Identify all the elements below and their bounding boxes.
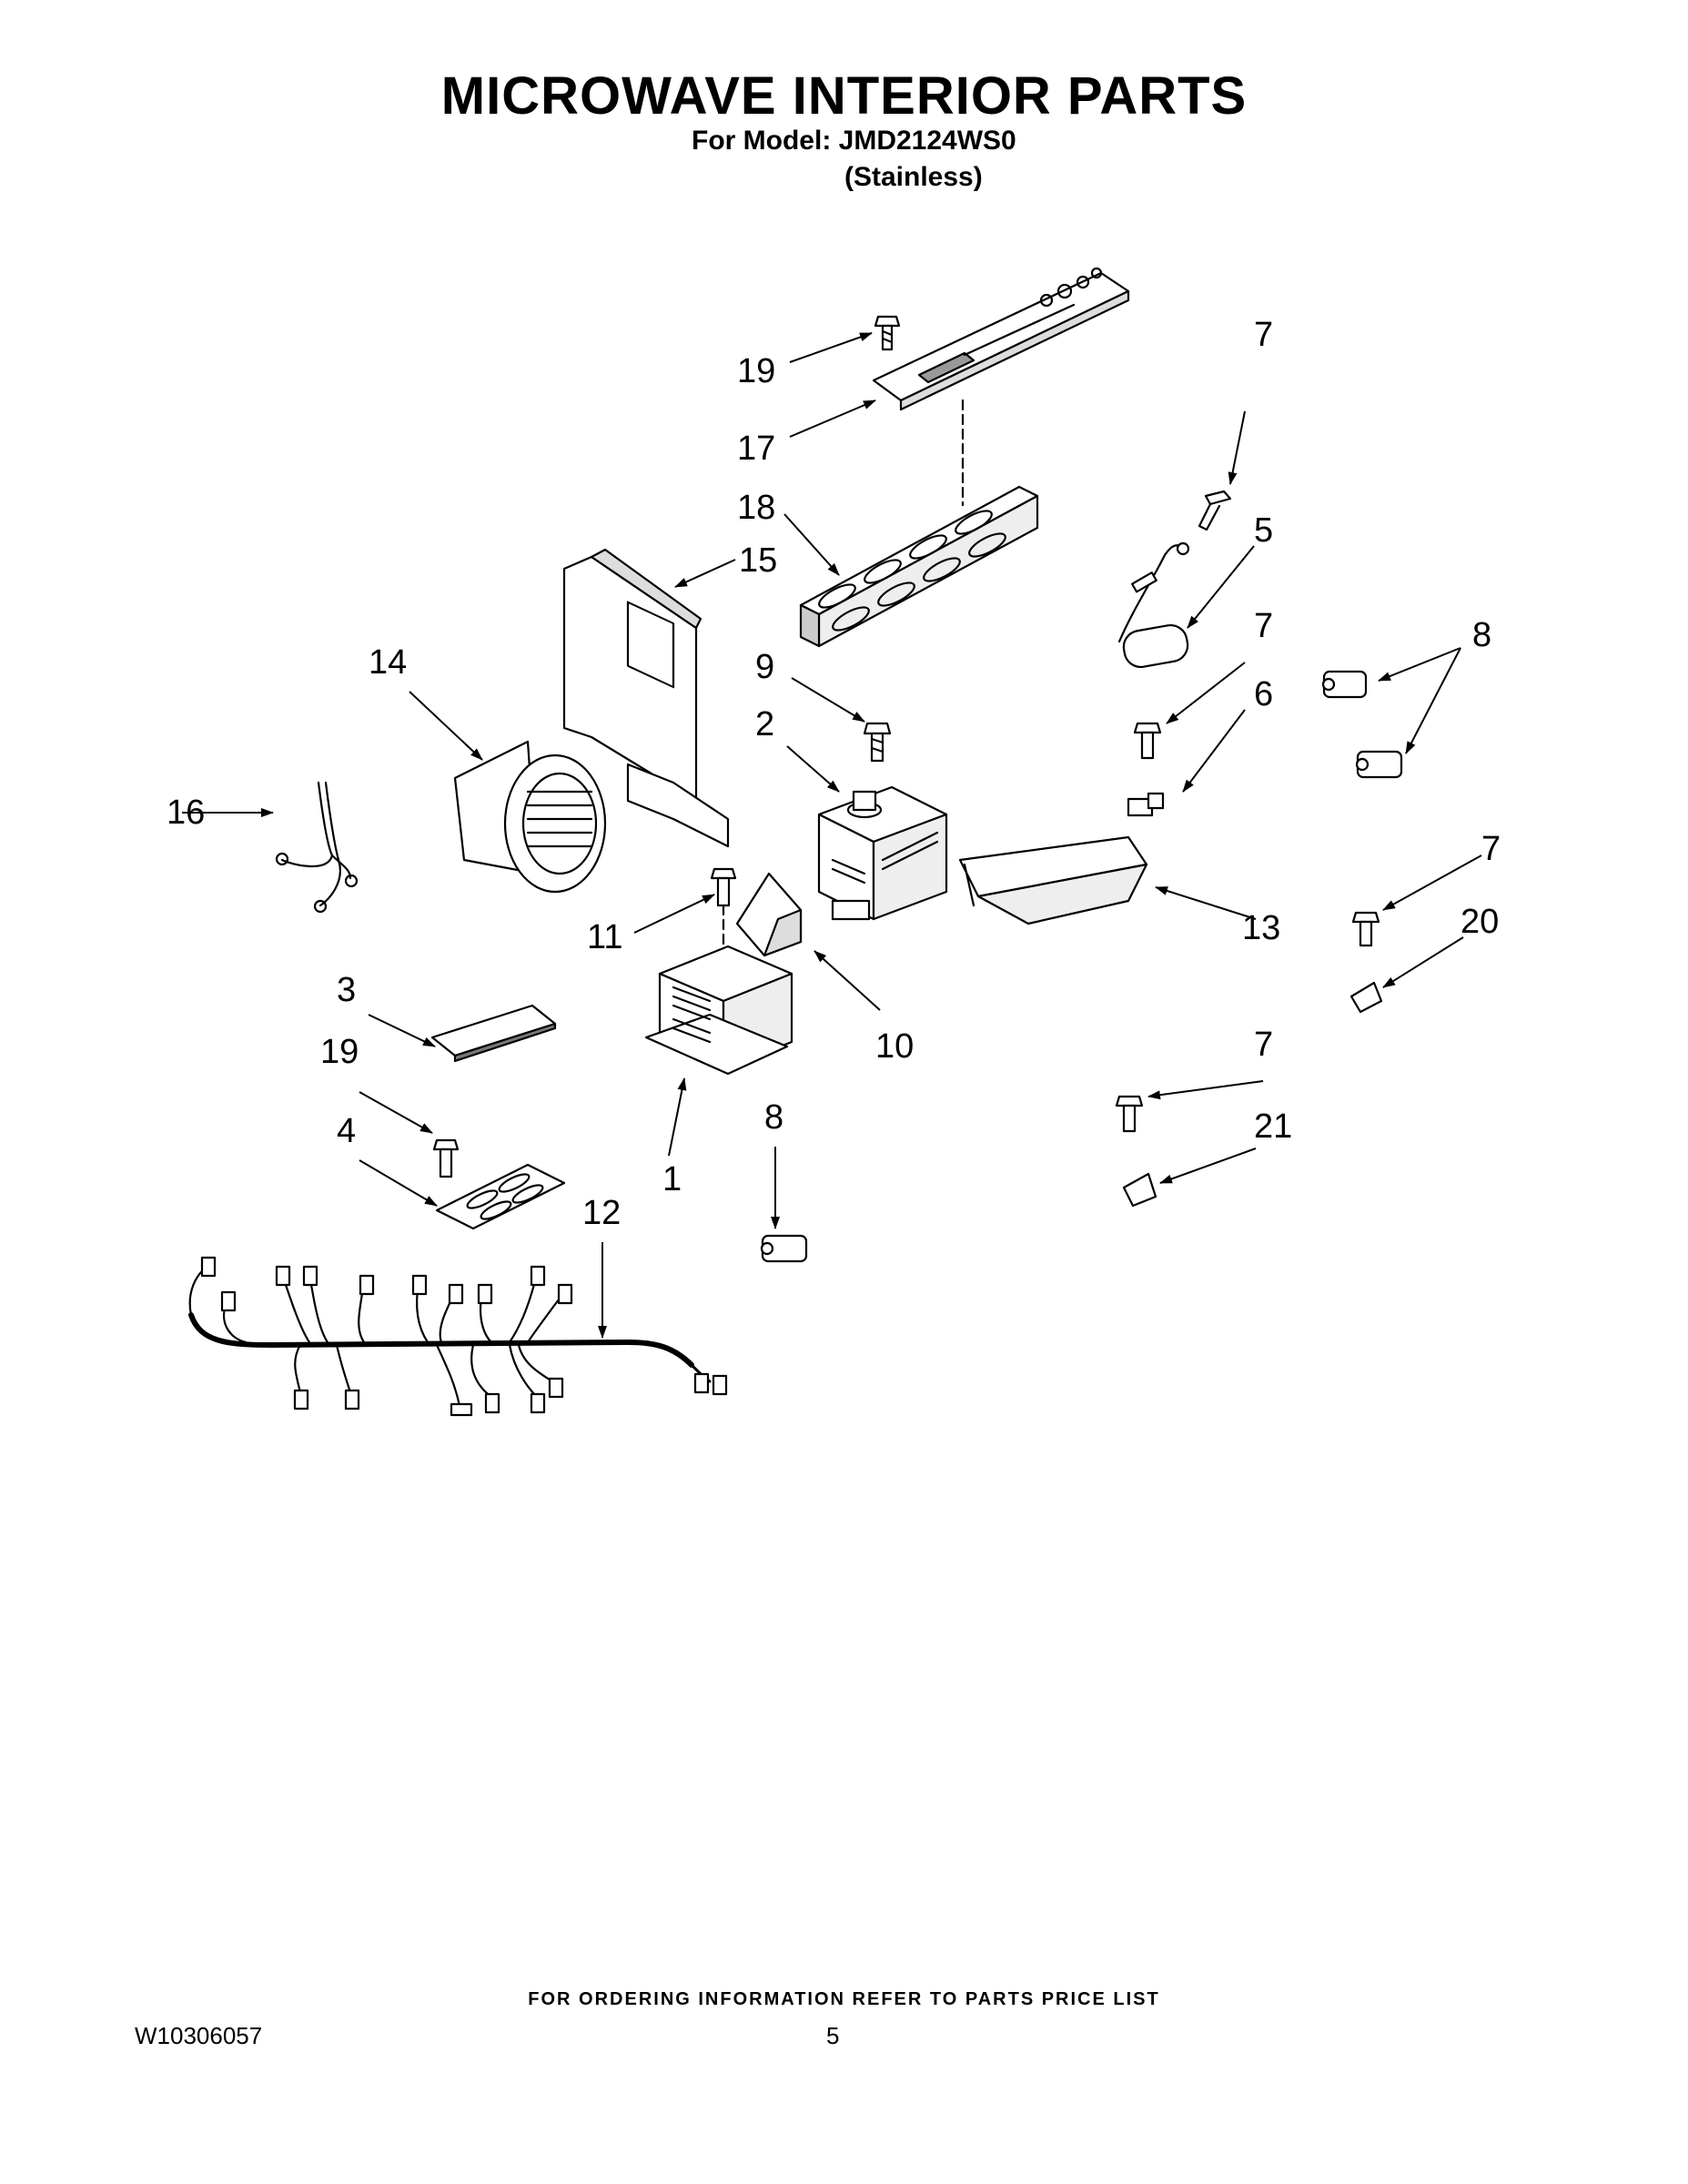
callout-20: 20	[1461, 903, 1499, 941]
callout-3: 3	[337, 971, 356, 1009]
air-duct-part	[562, 548, 730, 848]
switch-part	[1127, 792, 1165, 817]
bracket-part	[735, 872, 803, 957]
screw-part	[863, 722, 892, 763]
callout-1: 1	[662, 1160, 682, 1198]
screw-part	[1133, 722, 1162, 760]
wire-lead-part	[275, 781, 359, 914]
callout-8: 8	[1472, 616, 1491, 654]
screw-part	[710, 867, 737, 980]
document-number: W10306057	[135, 2022, 263, 2049]
transformer-part	[644, 945, 793, 1076]
fuse-part	[1321, 670, 1403, 779]
callout-11: 11	[587, 918, 622, 956]
capacitor-part	[1117, 541, 1190, 669]
callout-18: 18	[737, 489, 775, 527]
callout-15: 15	[739, 541, 777, 580]
screw-part	[874, 315, 901, 351]
blower-fan-part	[453, 740, 607, 894]
page-title: MICROWAVE INTERIOR PARTS	[440, 66, 1248, 126]
callout-7: 7	[1254, 607, 1273, 645]
callout-4: 4	[337, 1112, 356, 1150]
callout-7: 7	[1254, 316, 1273, 354]
keypad-part	[799, 485, 1039, 648]
wire-harness-part	[188, 1256, 728, 1417]
switch-part	[1122, 1172, 1157, 1208]
screw-part	[1351, 911, 1380, 947]
circuit-board-part	[430, 1004, 557, 1063]
callout-19: 19	[737, 352, 775, 390]
callout-14: 14	[369, 643, 407, 682]
screw-part	[432, 1138, 460, 1178]
magnetron-part	[817, 785, 948, 921]
callout-5: 5	[1254, 511, 1273, 550]
model-line: For Model: JMD2124WS0	[692, 126, 1016, 156]
control-plate-part	[872, 267, 1130, 411]
callout-12: 12	[582, 1194, 621, 1232]
callout-2: 2	[755, 705, 774, 743]
bracket-part	[958, 835, 1148, 925]
callout-8: 8	[764, 1098, 783, 1137]
callout-16: 16	[167, 794, 205, 832]
callout-labels: 19 17 18 15 7 5 7 6 8 14 9 2 16 7 20 11 …	[167, 316, 1501, 1232]
callout-17: 17	[737, 430, 775, 468]
switch-part	[1349, 981, 1383, 1014]
callout-7: 7	[1254, 1026, 1273, 1064]
leader-lines	[182, 332, 1482, 1339]
finish-line: (Stainless)	[844, 162, 983, 192]
callout-6: 6	[1254, 675, 1273, 713]
page-number: 5	[826, 2022, 840, 2049]
fuse-part	[760, 1234, 808, 1263]
screw-part	[1115, 1095, 1144, 1133]
callout-10: 10	[875, 1027, 914, 1066]
circuit-board-part	[435, 1163, 566, 1230]
callout-19: 19	[320, 1033, 359, 1071]
callout-13: 13	[1242, 909, 1280, 947]
ordering-note: FOR ORDERING INFORMATION REFER TO PARTS …	[528, 1989, 1160, 2009]
callout-7: 7	[1481, 830, 1501, 868]
callout-21: 21	[1254, 1107, 1292, 1146]
callout-9: 9	[755, 648, 774, 686]
screw-part	[1198, 490, 1232, 531]
